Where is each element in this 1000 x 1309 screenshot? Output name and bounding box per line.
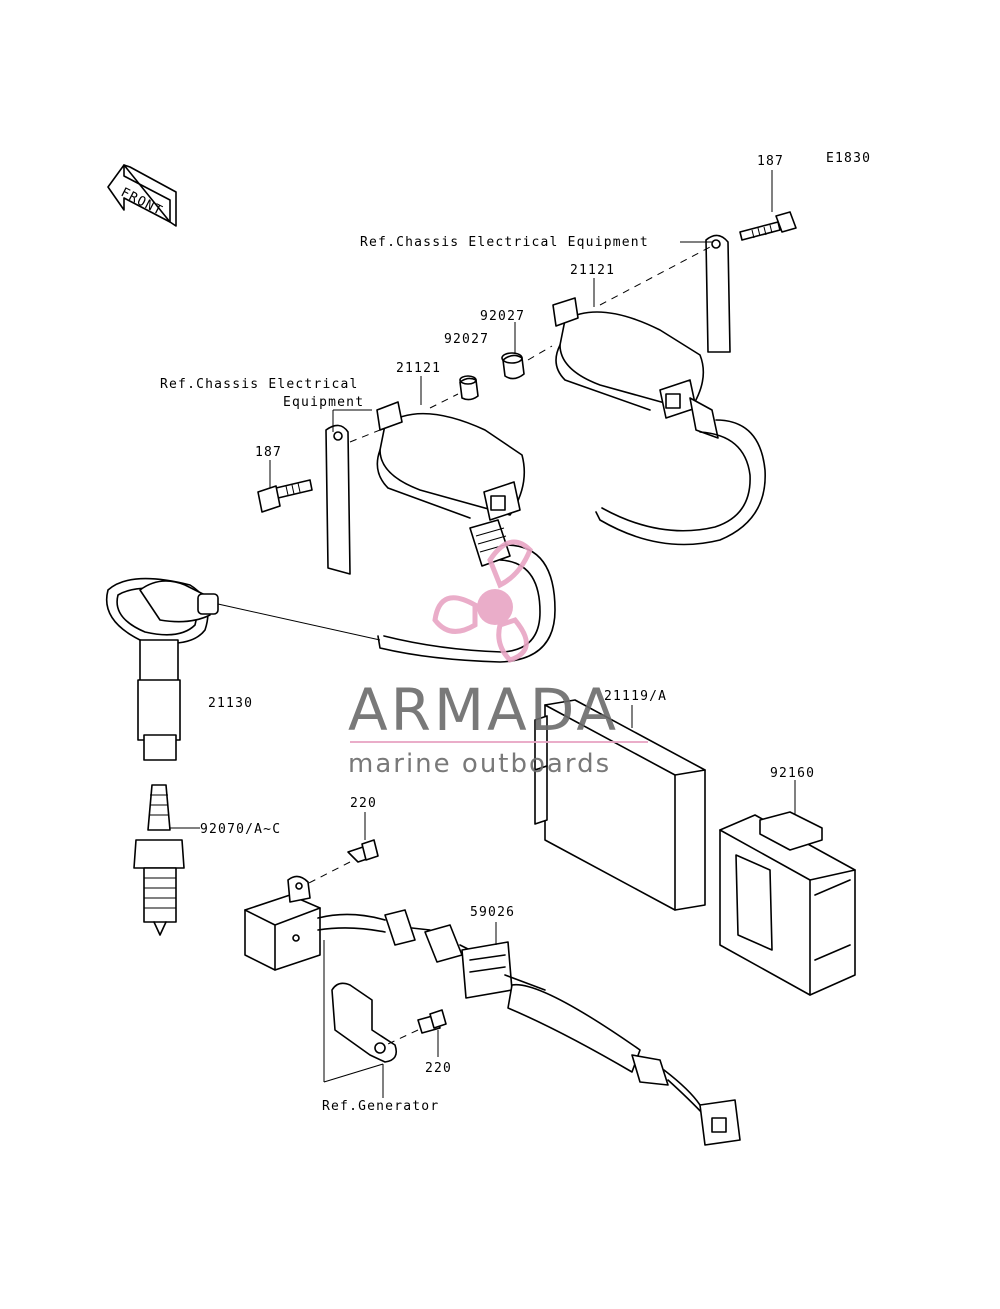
generator-plate [331, 982, 398, 1063]
bracket-92160 [719, 811, 856, 996]
igniter-21119 [534, 699, 706, 911]
label-92027-a: 92027 [480, 309, 525, 324]
label-21130: 21130 [208, 696, 253, 711]
label-220-top: 220 [350, 796, 377, 811]
spark-plug [133, 784, 185, 936]
strap-right [705, 234, 731, 353]
label-ref-generator: Ref.Generator [322, 1099, 439, 1114]
diagram-code: E1830 [826, 151, 871, 166]
label-ref-chassis-left-1: Ref.Chassis Electrical [160, 377, 359, 392]
label-220-bottom: 220 [425, 1061, 452, 1076]
screw-220-top [347, 839, 379, 863]
ignition-coil-right [552, 297, 766, 546]
ignition-coil-left [376, 401, 556, 663]
label-ref-chassis-top: Ref.Chassis Electrical Equipment [360, 235, 649, 250]
label-ref-chassis-left-2: Equipment [283, 395, 364, 410]
front-arrow-icon: FRONT [107, 164, 177, 227]
screw-220-bottom [417, 1009, 447, 1034]
armada-logo: ARMADA marine outboards [348, 539, 648, 779]
pickup-assembly [244, 875, 741, 1146]
strap-left [325, 424, 351, 575]
cap-92027-b [459, 375, 479, 401]
bolt-187-left [257, 479, 313, 513]
label-92027-b: 92027 [444, 332, 489, 347]
label-187-left: 187 [255, 445, 282, 460]
label-187-top: 187 [757, 154, 784, 169]
cap-92027-a [501, 352, 525, 380]
label-spark-plug: 92070/A~C [200, 822, 281, 837]
armada-brand: ARMADA [348, 676, 619, 744]
plug-cap-21130 [106, 577, 381, 761]
bolt-187-top [739, 211, 797, 241]
armada-tagline: marine outboards [348, 749, 611, 779]
label-21121-right: 21121 [570, 263, 615, 278]
label-92160: 92160 [770, 766, 815, 781]
label-59026: 59026 [470, 905, 515, 920]
propeller-logo-icon [432, 539, 533, 663]
label-21119: 21119/A [604, 689, 667, 704]
label-21121-left: 21121 [396, 361, 441, 376]
